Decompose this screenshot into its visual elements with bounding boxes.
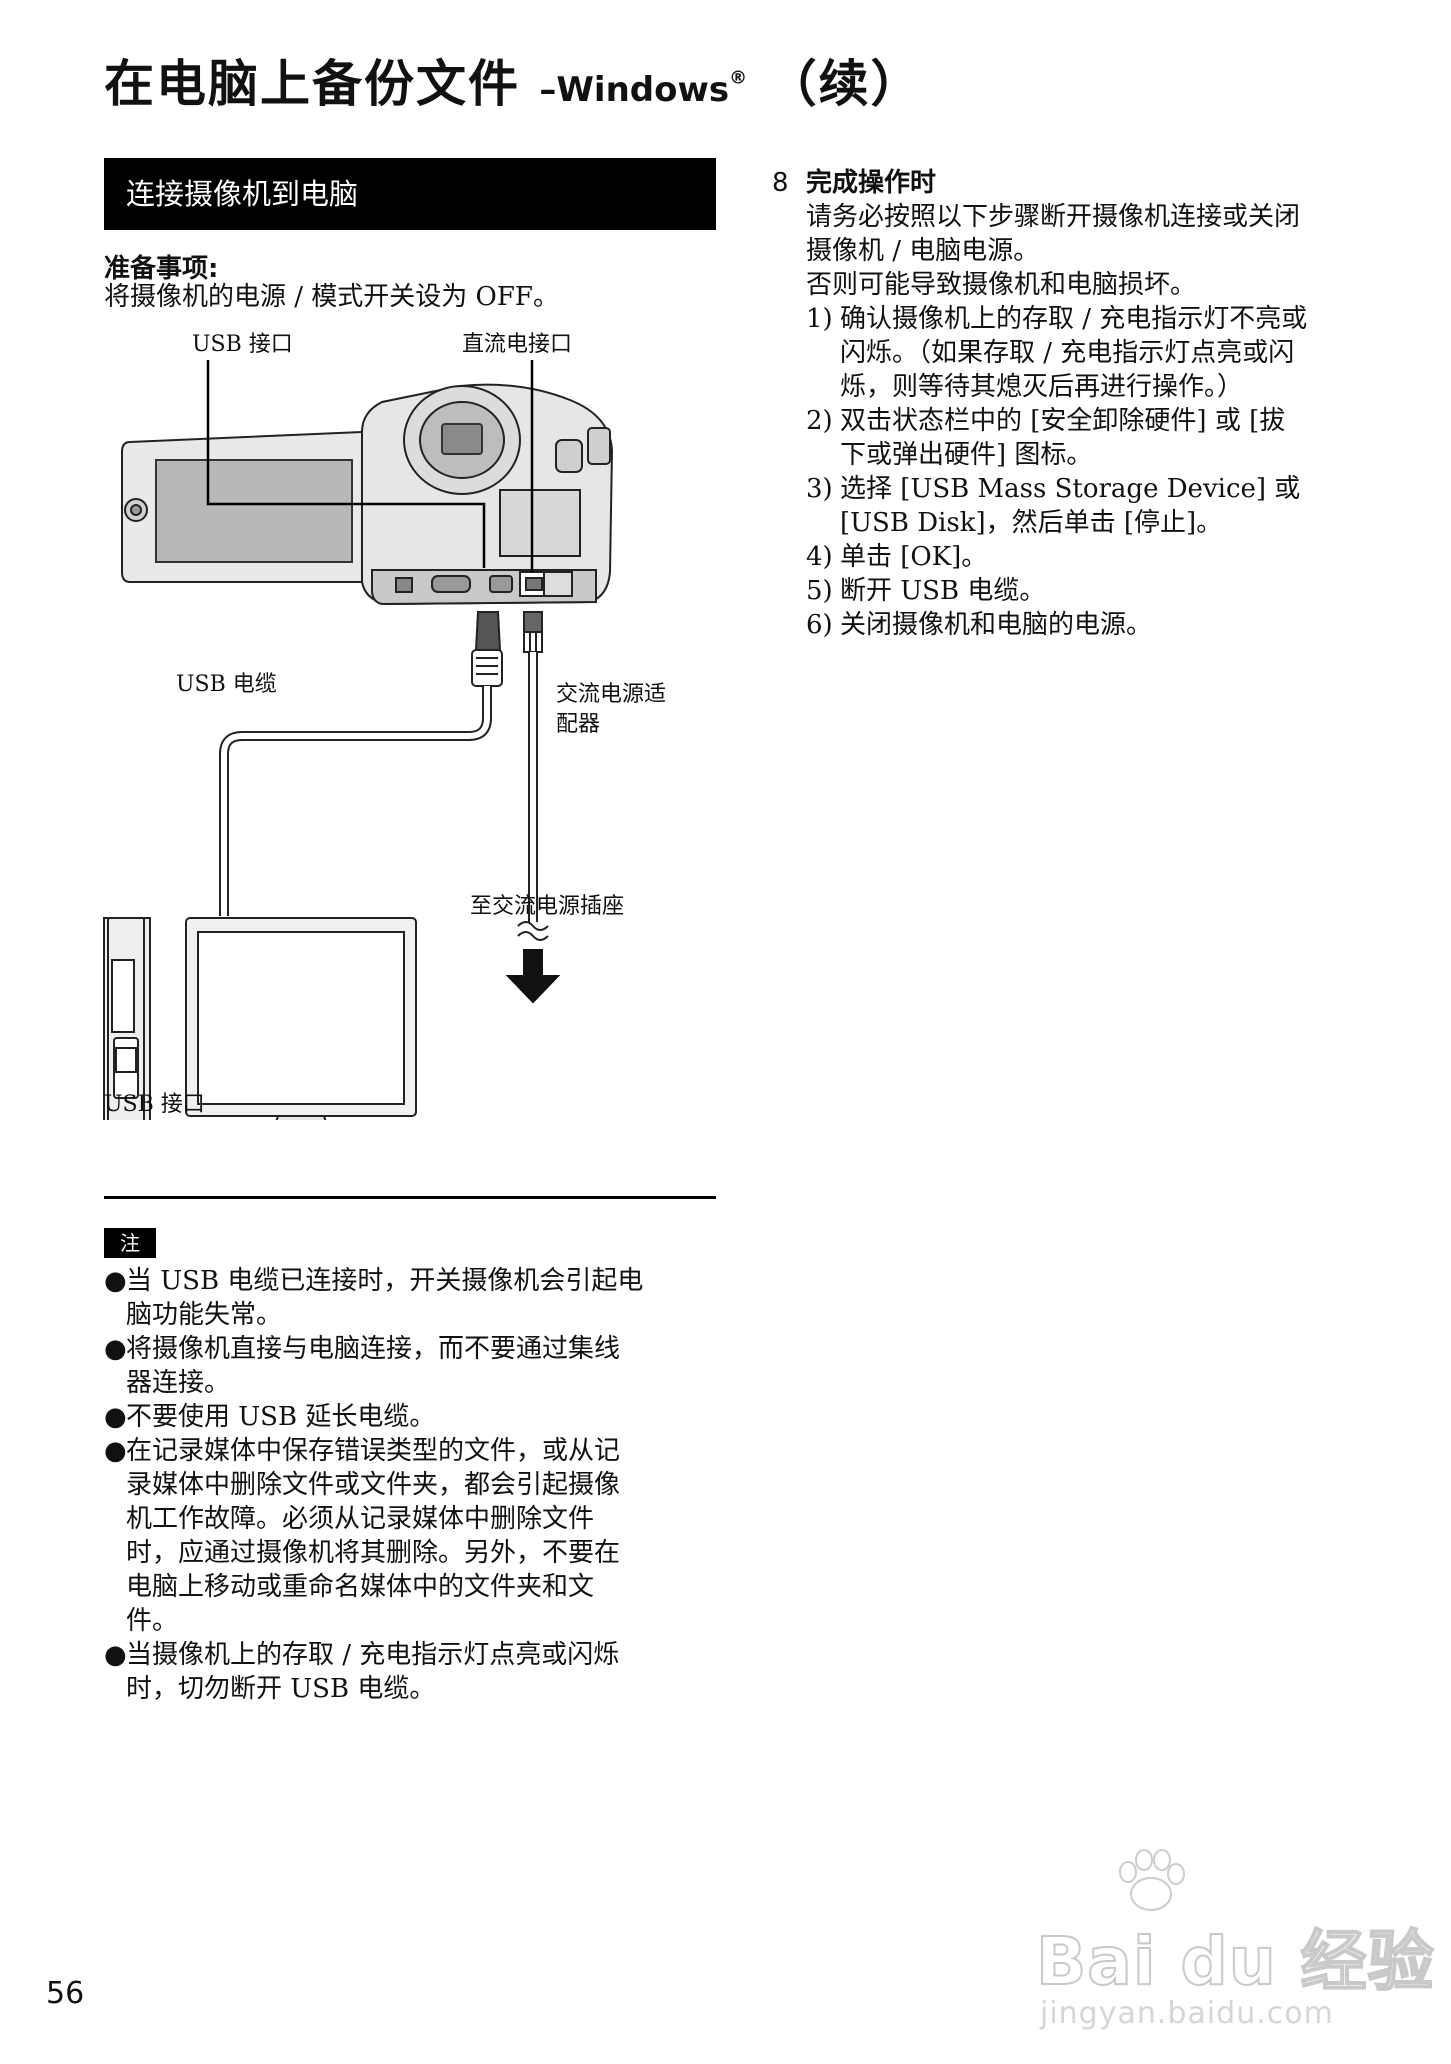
- substep-line: 闪烁。（如果存取 / 充电指示灯点亮或闪: [840, 338, 1295, 368]
- intro-line: 请务必按照以下步骤断开摄像机连接或关闭: [806, 202, 1301, 232]
- notes-divider: [104, 1196, 716, 1199]
- pointer-lines: [206, 360, 534, 572]
- note-tag: 注: [104, 1228, 156, 1258]
- note-line: 器连接。: [126, 1368, 231, 1398]
- title-os: Windows: [556, 70, 730, 110]
- substep: 1)确认摄像机上的存取 / 充电指示灯不亮或闪烁。（如果存取 / 充电指示灯点亮…: [806, 302, 1392, 404]
- substep-number: 4): [806, 542, 833, 572]
- arrow-down-icon: [505, 949, 561, 1004]
- note-line: 时，切勿断开 USB 电缆。: [126, 1674, 436, 1704]
- substep: 3)选择 [USB Mass Storage Device] 或 [USB Dis…: [806, 472, 1392, 540]
- note-line: 当摄像机上的存取 / 充电指示灯点亮或闪烁: [126, 1640, 620, 1670]
- note-line: 录媒体中删除文件或文件夹，都会引起摄像: [126, 1470, 621, 1500]
- substep-number: 1): [806, 304, 833, 334]
- substep-number: 2): [806, 406, 833, 436]
- note-item: ●当 USB 电缆已连接时，开关摄像机会引起电脑功能失常。: [104, 1264, 724, 1332]
- prep-heading: 准备事项:: [104, 254, 219, 284]
- note-line: 在记录媒体中保存错误类型的文件，或从记: [126, 1436, 621, 1466]
- title-reg-mark: ®: [729, 67, 748, 89]
- section-heading: 连接摄像机到电脑: [104, 158, 716, 230]
- label-usb-port-bottom: USB 接口: [104, 1092, 205, 1117]
- prep-text: 将摄像机的电源 / 模式开关设为 OFF。: [104, 282, 559, 312]
- label-outlet: 至交流电源插座: [470, 894, 625, 919]
- connection-diagram: ψ: [103, 360, 614, 1120]
- camera-body: [361, 383, 614, 606]
- pc-tower: ψ: [103, 917, 151, 1120]
- step-intro: 请务必按照以下步骤断开摄像机连接或关闭摄像机 / 电脑电源。否则可能导致摄像机和…: [772, 200, 1392, 302]
- step-title: 完成操作时: [806, 168, 937, 198]
- substep-line: 确认摄像机上的存取 / 充电指示灯不亮或: [840, 304, 1308, 334]
- note-line: 机工作故障。必须从记录媒体中删除文件: [126, 1504, 595, 1534]
- substep-line: 烁，则等待其熄灭后再进行操作。）: [840, 372, 1244, 402]
- substep: 6)关闭摄像机和电脑的电源。: [806, 608, 1392, 642]
- step-8: 8 完成操作时 请务必按照以下步骤断开摄像机连接或关闭摄像机 / 电脑电源。否则可…: [772, 166, 1392, 642]
- title-continued: （续）: [766, 55, 923, 113]
- step-8-heading: 8 完成操作时: [772, 166, 1392, 200]
- note-item: ●当摄像机上的存取 / 充电指示灯点亮或闪烁时，切勿断开 USB 电缆。: [104, 1638, 724, 1706]
- note-item: ●在记录媒体中保存错误类型的文件，或从记录媒体中删除文件或文件夹，都会引起摄像机…: [104, 1434, 724, 1638]
- dc-plug: [523, 611, 543, 653]
- page-title: 在电脑上备份文件 –Windows® （续）: [104, 44, 923, 116]
- label-ac-adapter-line1: 交流电源适: [556, 682, 667, 707]
- note-line: 将摄像机直接与电脑连接，而不要通过集线: [126, 1334, 621, 1364]
- step-substeps: 1)确认摄像机上的存取 / 充电指示灯不亮或闪烁。（如果存取 / 充电指示灯点亮…: [772, 302, 1392, 642]
- title-dash: –: [539, 70, 557, 110]
- step-number: 8: [772, 168, 789, 198]
- bullet-icon: ●: [104, 1640, 127, 1670]
- note-item: ●不要使用 USB 延长电缆。: [104, 1400, 724, 1434]
- note-line: 当 USB 电缆已连接时，开关摄像机会引起电: [126, 1266, 644, 1296]
- page-number: 56: [46, 1976, 85, 2011]
- bullet-icon: ●: [104, 1436, 127, 1466]
- camera-lcd-panel: [121, 431, 369, 583]
- note-line: 电脑上移动或重命名媒体中的文件夹和文: [126, 1572, 595, 1602]
- label-usb-port-top: USB 接口: [192, 332, 293, 357]
- note-line: 件。: [126, 1606, 179, 1636]
- substep-line: 单击 [OK]。: [840, 542, 988, 572]
- substep: 2)双击状态栏中的 [安全卸除硬件] 或 [拔下或弹出硬件] 图标。: [806, 404, 1392, 472]
- note-item: ●将摄像机直接与电脑连接，而不要通过集线器连接。: [104, 1332, 724, 1400]
- substep-line: 断开 USB 电缆。: [840, 576, 1046, 606]
- watermark-main: Bai du 经验: [1035, 1922, 1435, 2001]
- intro-line: 否则可能导致摄像机和电脑损坏。: [806, 270, 1197, 300]
- usb-plug-camera: [471, 611, 503, 687]
- notes-list: ●当 USB 电缆已连接时，开关摄像机会引起电脑功能失常。●将摄像机直接与电脑连…: [104, 1264, 724, 1706]
- bullet-icon: ●: [104, 1334, 127, 1364]
- label-dc-port: 直流电接口: [462, 332, 573, 357]
- substep-line: 选择 [USB Mass Storage Device] 或: [840, 474, 1301, 504]
- title-main: 在电脑上备份文件: [104, 55, 520, 113]
- substep: 4)单击 [OK]。: [806, 540, 1392, 574]
- substep-line: 下或弹出硬件] 图标。: [840, 440, 1093, 470]
- usb-cable: [219, 686, 492, 916]
- substep-number: 6): [806, 610, 833, 640]
- bullet-icon: ●: [104, 1266, 127, 1296]
- label-usb-cable: USB 电缆: [176, 672, 277, 697]
- substep: 5)断开 USB 电缆。: [806, 574, 1392, 608]
- substep-line: 双击状态栏中的 [安全卸除硬件] 或 [拔: [840, 406, 1286, 436]
- intro-line: 摄像机 / 电脑电源。: [806, 236, 1040, 266]
- paw-icon: [1119, 1849, 1185, 1911]
- note-line: 时，应通过摄像机将其删除。另外，不要在: [126, 1538, 621, 1568]
- substep-line: 关闭摄像机和电脑的电源。: [840, 610, 1153, 640]
- label-ac-adapter-line2: 配器: [556, 712, 601, 737]
- substep-number: 3): [806, 474, 833, 504]
- substep-line: [USB Disk]，然后单击 [停止]。: [840, 508, 1223, 538]
- bullet-icon: ●: [104, 1402, 127, 1432]
- note-line: 脑功能失常。: [126, 1300, 283, 1330]
- watermark-url: jingyan.baidu.com: [1040, 1996, 1334, 2031]
- note-line: 不要使用 USB 延长电缆。: [126, 1402, 436, 1432]
- substep-number: 5): [806, 576, 833, 606]
- monitor: [185, 917, 417, 1120]
- baidu-watermark: Bai du 经验 jingyan.baidu.com: [1035, 1846, 1435, 2046]
